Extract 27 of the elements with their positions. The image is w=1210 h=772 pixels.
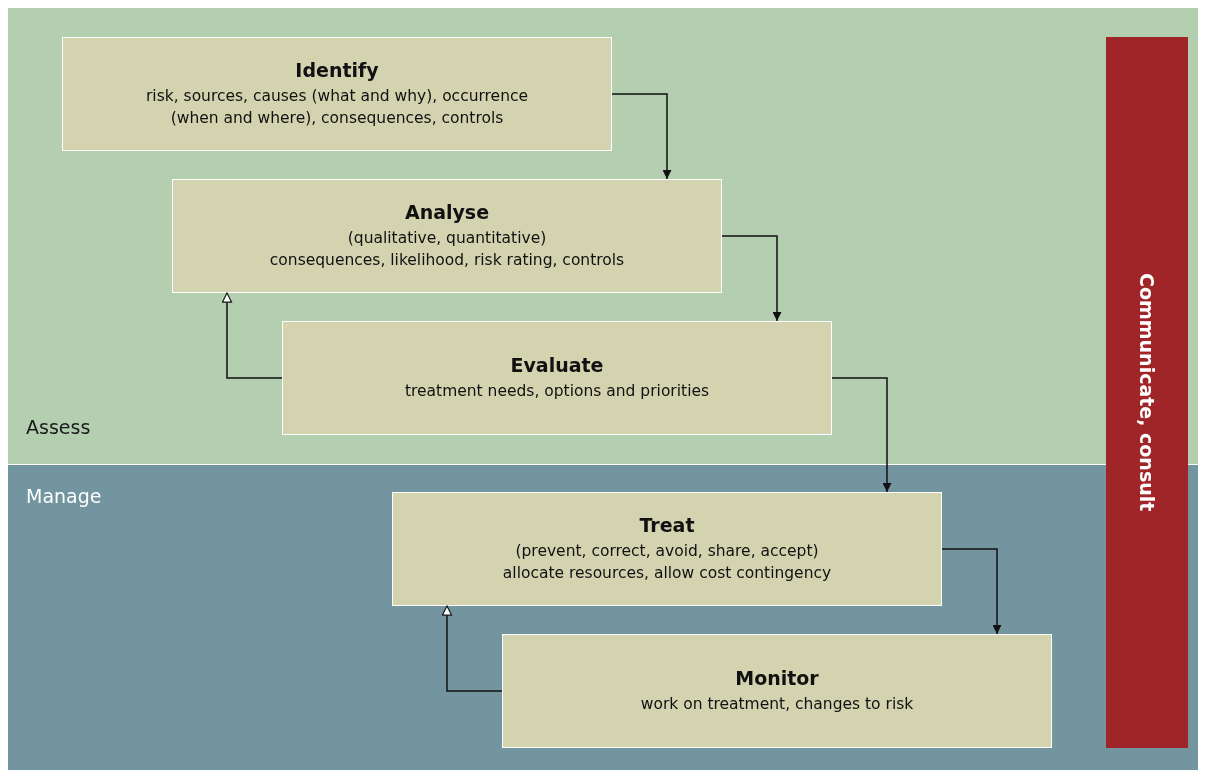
box-text: work on treatment, changes to risk <box>640 694 914 715</box>
arrow <box>831 377 892 493</box>
arrow <box>721 235 782 322</box>
process-box <box>502 634 1052 748</box>
box-text: treatment needs, options and priorities <box>404 381 710 402</box>
arrow <box>221 292 283 379</box>
box-title: Identify <box>295 59 379 81</box>
box-title: Evaluate <box>510 354 604 376</box>
box-text: risk, sources, causes (what and why), occurrence (when and where), consequences, controls <box>144 86 530 129</box>
band-label: Assess <box>26 416 91 438</box>
box-title: Analyse <box>404 201 490 223</box>
process-box <box>62 37 612 151</box>
arrow <box>941 548 1002 635</box>
box-text: allocate resources, allow cost contingency <box>502 563 832 584</box>
arrow <box>611 93 672 180</box>
process-box <box>282 321 832 435</box>
band-label: Manage <box>26 485 102 507</box>
box-text: (prevent, correct, avoid, share, accept) <box>515 541 819 562</box>
process-box <box>172 179 722 293</box>
side-bar <box>1106 37 1188 748</box>
box-title: Monitor <box>735 667 819 689</box>
box-title: Treat <box>639 514 695 536</box>
process-box <box>392 492 942 606</box>
box-text: (qualitative, quantitative) <box>347 228 547 249</box>
arrow <box>441 605 503 692</box>
box-text: consequences, likelihood, risk rating, controls <box>269 250 625 271</box>
bar-label: Communicate, consult <box>1136 273 1158 512</box>
